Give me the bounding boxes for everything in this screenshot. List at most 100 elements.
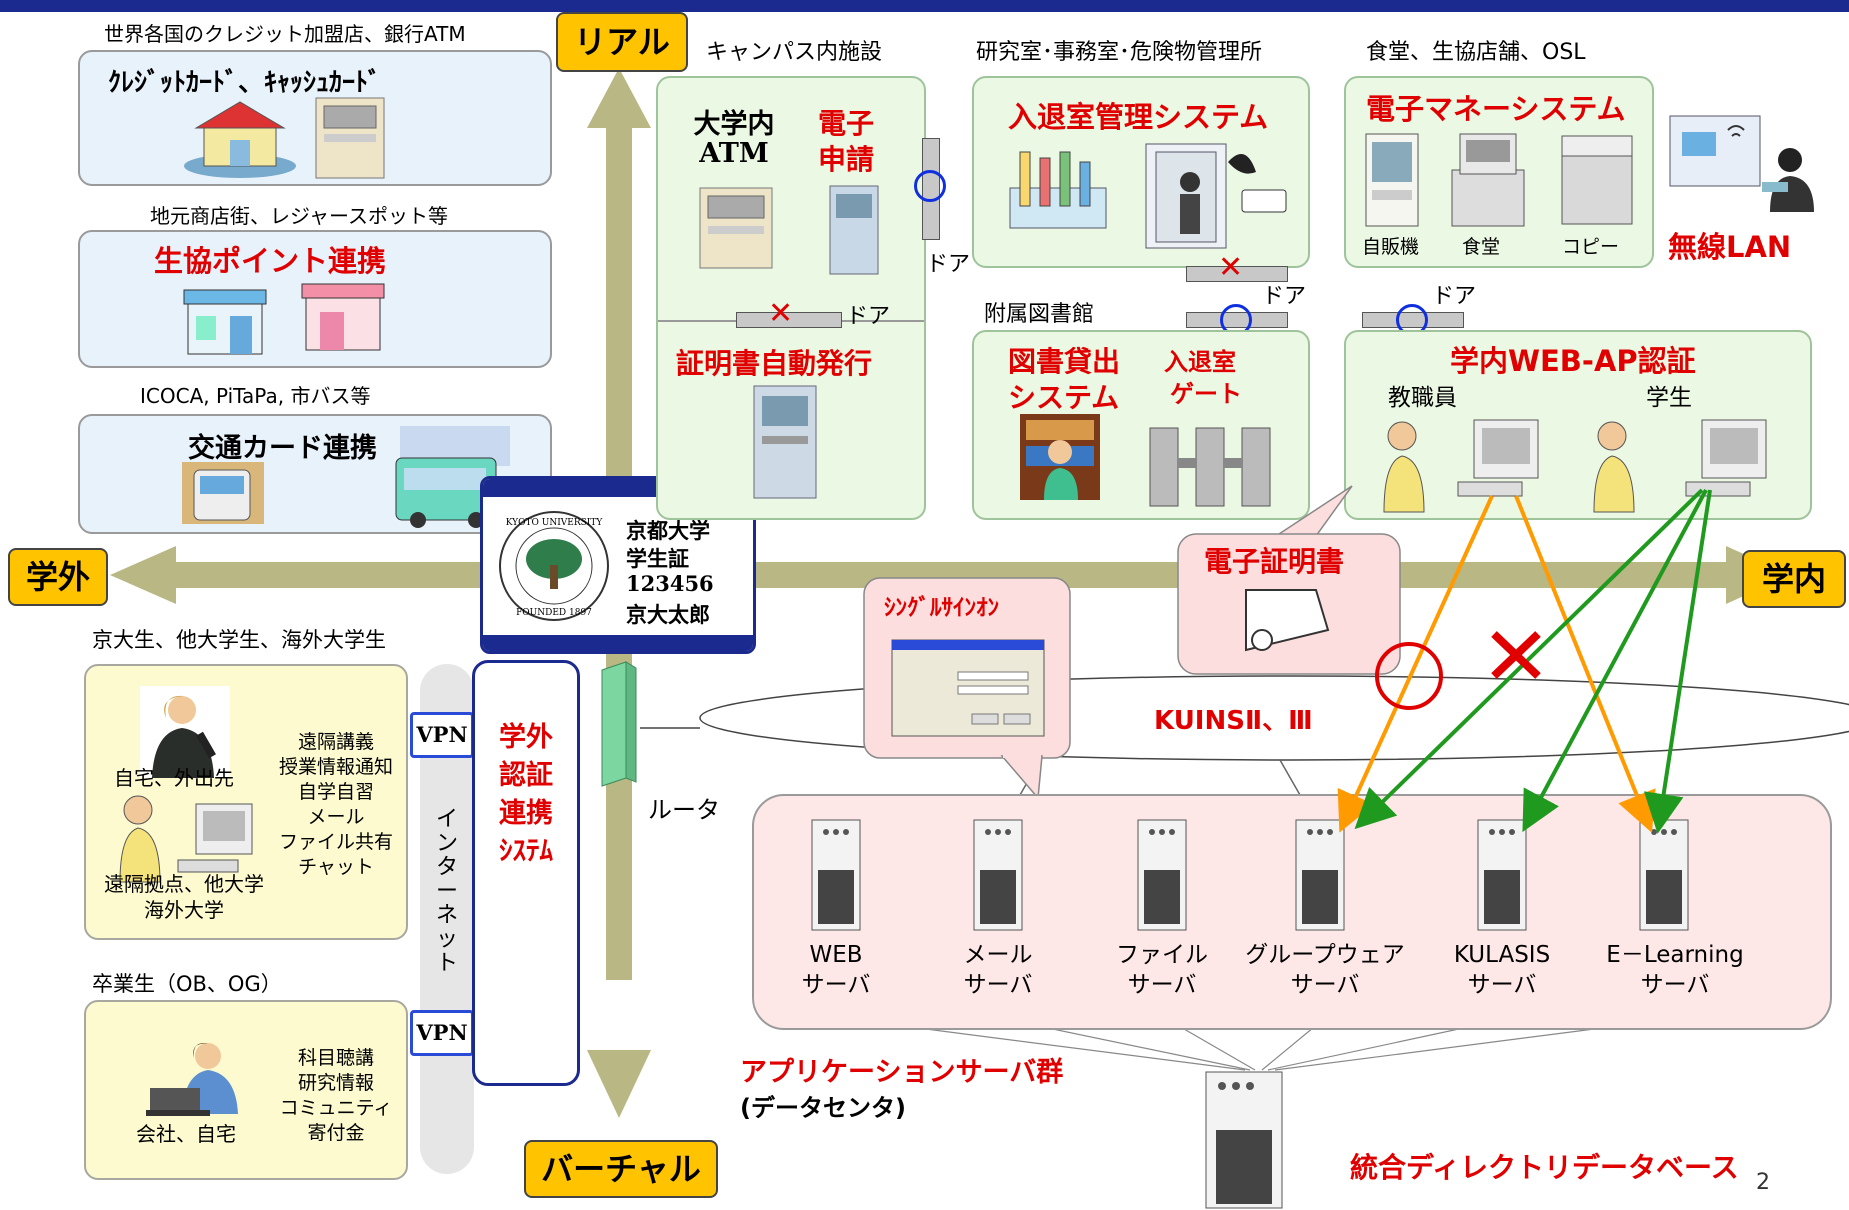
register-icon xyxy=(1451,133,1525,227)
library-box: 図書貸出 システム 入退室 ゲート xyxy=(972,330,1310,520)
external-auth-line3: 連携 xyxy=(499,798,553,829)
server-icon xyxy=(1639,819,1689,931)
store-icon xyxy=(183,289,267,355)
coop-title: 生協ポイント連携 xyxy=(154,244,387,278)
external-auth-line1: 学外 xyxy=(499,722,553,753)
server-label: メール サーバ xyxy=(938,940,1058,1000)
server-name: メール xyxy=(963,942,1033,968)
transport-title: 交通カード連携 xyxy=(188,433,377,464)
card-line3: 123456 xyxy=(626,571,714,596)
remote-caption: 京大生、他大学生、海外大学生 xyxy=(92,628,386,652)
alumni-caption: 卒業生（OB、OG） xyxy=(92,972,282,996)
kiosk-icon xyxy=(829,185,879,275)
shops-caption: 地元商店街、レジャースポット等 xyxy=(150,204,448,228)
server-type: サーバ xyxy=(1467,972,1537,998)
copier-icon xyxy=(1561,135,1633,225)
remote-service-item: チャット xyxy=(298,856,374,878)
server-icon xyxy=(1137,819,1187,931)
remote-service-item: 遠隔講義 xyxy=(297,731,374,753)
server-name: KULASIS xyxy=(1453,942,1551,968)
e-cert-callout xyxy=(1177,485,1401,675)
door-blocked-icon: ✕ xyxy=(768,296,794,331)
bus-icon xyxy=(395,426,510,528)
remote-services: 遠隔講義 授業情報通知 自学自習 メール ファイル共有 チャット xyxy=(266,730,406,880)
external-auth-line4: ｼｽﾃﾑ xyxy=(499,836,553,867)
card-stripe-bottom xyxy=(483,635,753,651)
server-name: WEB xyxy=(809,942,863,968)
server-label: WEB サーバ xyxy=(776,940,896,1000)
kuins-label: KUINSⅡ、Ⅲ xyxy=(1154,706,1313,736)
axis-tag-inside: 学内 xyxy=(1742,550,1846,608)
library-gate-icon xyxy=(1149,427,1271,507)
staff-computer-icon xyxy=(1383,419,1539,513)
remote-service-item: ファイル共有 xyxy=(278,831,393,853)
svg-text:KYOTO UNIVERSITY: KYOTO UNIVERSITY xyxy=(506,518,604,528)
server-name: ファイル xyxy=(1116,942,1208,968)
alumni-services: 科目聴講 研究情報 コミュニティ 寄付金 xyxy=(266,1046,406,1146)
cert-door xyxy=(736,312,842,328)
card-line4: 京大太郎 xyxy=(626,602,710,627)
train-icon xyxy=(182,462,264,524)
server-name: グループウェア xyxy=(1245,942,1405,968)
vending-machine-icon xyxy=(1365,133,1419,227)
campus-atm-line1: 大学内 xyxy=(693,109,775,140)
wireless-lan-label: 無線LAN xyxy=(1668,230,1792,264)
server-icon xyxy=(973,819,1023,931)
library-reader-icon xyxy=(1020,414,1100,500)
remote-service-item: 自学自習 xyxy=(297,781,374,803)
campus-atm-icon xyxy=(699,187,773,269)
alumni-box: 会社、自宅 科目聴講 研究情報 コミュニティ 寄付金 xyxy=(84,1000,408,1180)
student-label: 学生 xyxy=(1646,385,1692,411)
emoney-title: 電子マネーシステム xyxy=(1366,92,1626,126)
atm-caption: 世界各国のクレジット加盟店、銀行ATM xyxy=(104,22,466,46)
campus-apply-line1: 電子 xyxy=(818,107,875,140)
alumni-service-item: 科目聴講 xyxy=(297,1047,374,1069)
library-caption: 附属図書館 xyxy=(984,302,1095,327)
store-pink-icon xyxy=(301,283,385,351)
server-label: E－Learning サーバ xyxy=(1590,940,1760,1000)
internet-label: インターネット xyxy=(435,807,458,976)
alumni-place-label: 会社、自宅 xyxy=(136,1122,236,1146)
gate-line1: 入退室 xyxy=(1164,348,1236,376)
server-type: サーバ xyxy=(963,972,1033,998)
university-seal-icon: KYOTO UNIVERSITY FOUNDED 1897 xyxy=(499,511,609,621)
gate-line2: ゲート xyxy=(1170,380,1242,408)
sso-callout xyxy=(863,577,1071,800)
lab-caption: 研究室･事務室･危険物管理所 xyxy=(976,40,1263,65)
lab-door xyxy=(1186,266,1288,282)
transport-box: 交通カード連携 xyxy=(78,414,552,534)
remote-service-item: 授業情報通知 xyxy=(278,756,393,778)
emoney-box: 電子マネーシステム 自販機 食堂 コピー xyxy=(1344,76,1654,268)
campus-atm-line2: ATM xyxy=(699,138,769,169)
webauth-door-label: ドア xyxy=(1432,284,1477,309)
student-computer-icon xyxy=(1593,419,1767,513)
campus-door-label: ドア xyxy=(926,252,971,277)
router-icon xyxy=(601,661,637,787)
remote-phone-user-icon xyxy=(140,686,230,778)
server-icon xyxy=(1477,819,1527,931)
server-type: サーバ xyxy=(1290,972,1360,998)
lending-line2: システム xyxy=(1008,381,1120,414)
campus-caption: キャンパス内施設 xyxy=(706,40,883,65)
webauth-title: 学内WEB-AP認証 xyxy=(1450,344,1696,378)
alumni-laptop-user-icon xyxy=(146,1043,238,1116)
card-line1: 京都大学 xyxy=(626,518,710,543)
alumni-service-item: 寄付金 xyxy=(307,1122,365,1144)
external-auth-box: 学外 認証 連携 ｼｽﾃﾑ xyxy=(472,660,580,1086)
card-reader-door-icon xyxy=(1145,143,1287,249)
credit-card-box: ｸﾚｼﾞｯﾄｶｰﾄﾞ、ｷｬｯｼｭｶｰﾄﾞ xyxy=(78,50,552,186)
server-label: ファイル サーバ xyxy=(1102,940,1222,1000)
door-open-icon xyxy=(914,170,946,202)
cert-machine-icon xyxy=(753,385,817,499)
server-icon xyxy=(811,819,861,931)
cafeteria-label: 食堂 xyxy=(1462,236,1501,258)
sso-label: ｼﾝｸﾞﾙｻｲﾝｵﾝ xyxy=(884,595,999,621)
cert-door-label: ドア xyxy=(846,304,891,329)
vpn-badge-alumni: VPN xyxy=(410,1010,474,1056)
credit-card-title: ｸﾚｼﾞｯﾄｶｰﾄﾞ、ｷｬｯｼｭｶｰﾄﾞ xyxy=(108,68,382,98)
axis-tag-real: リアル xyxy=(556,12,688,72)
card-line2: 学生証 xyxy=(626,546,689,571)
server-icon xyxy=(1295,819,1345,931)
transport-caption: ICOCA, PiTaPa, 市バス等 xyxy=(140,384,371,408)
e-cert-label: 電子証明書 xyxy=(1204,545,1345,578)
